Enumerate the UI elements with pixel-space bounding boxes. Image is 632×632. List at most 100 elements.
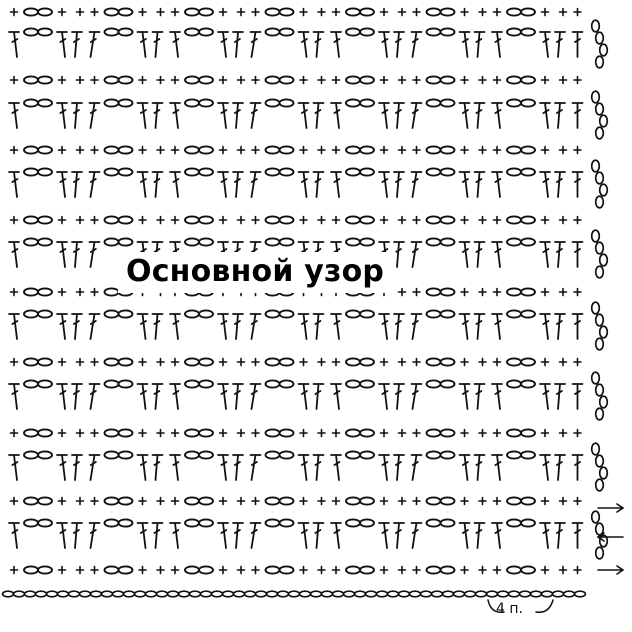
chain-symbol (184, 565, 214, 575)
chain-symbol (103, 7, 134, 17)
double-crochet-symbol (410, 102, 423, 129)
single-crochet-symbol (156, 215, 165, 225)
single-crochet-symbol (156, 428, 165, 438)
single-crochet-symbol (9, 7, 19, 17)
single-crochet-symbol (317, 145, 326, 155)
pattern-title: Основной узор (118, 252, 397, 293)
double-crochet-symbol (169, 313, 181, 340)
chain-symbol (425, 215, 456, 225)
chain-symbol (345, 215, 375, 225)
repeat-bracket (487, 599, 554, 613)
single-crochet-symbol (412, 428, 421, 438)
chain-symbol (264, 518, 295, 528)
chain-symbol (184, 27, 214, 37)
arrow-right-icon (597, 503, 625, 513)
single-crochet-symbol (57, 7, 67, 17)
chain-symbol (425, 98, 456, 108)
chain-symbol (345, 496, 375, 506)
chain-symbol (23, 98, 53, 108)
chain-symbol (184, 215, 214, 225)
chain-symbol (506, 565, 536, 575)
double-crochet-symbol (312, 383, 325, 410)
double-crochet-symbol (217, 313, 229, 340)
single-crochet-symbol (558, 75, 568, 85)
single-crochet-symbol (397, 215, 407, 225)
single-crochet-symbol (236, 428, 246, 438)
single-crochet-symbol (251, 428, 260, 438)
chain-symbol (184, 145, 214, 155)
chain-symbol (103, 518, 134, 528)
double-crochet-symbol (88, 454, 101, 481)
double-crochet-symbol (473, 102, 486, 129)
double-crochet-symbol (330, 313, 342, 340)
double-crochet-symbol (312, 171, 325, 198)
chain-symbol (264, 98, 295, 108)
double-crochet-symbol (554, 383, 566, 410)
turning-chain-symbol (590, 90, 609, 140)
chain-symbol (184, 7, 214, 17)
chain-symbol (345, 27, 375, 37)
repeat-label: 4 п. (496, 601, 523, 617)
single-crochet-symbol (540, 75, 550, 85)
double-crochet-symbol (410, 31, 423, 58)
double-crochet-symbol (297, 102, 310, 129)
chain-symbol (264, 357, 295, 367)
double-crochet-symbol (473, 171, 486, 198)
chain-symbol (506, 237, 536, 247)
double-crochet-symbol (393, 383, 405, 410)
single-crochet-symbol (317, 565, 326, 575)
double-crochet-symbol (249, 313, 262, 340)
double-crochet-symbol (473, 313, 486, 340)
single-crochet-symbol (9, 357, 19, 367)
chain-symbol (23, 357, 53, 367)
chain-symbol (425, 237, 456, 247)
single-crochet-symbol (251, 145, 260, 155)
single-crochet-symbol (412, 357, 421, 367)
single-crochet-symbol (90, 565, 99, 575)
double-crochet-symbol (136, 31, 149, 58)
double-crochet-symbol (393, 313, 405, 340)
double-crochet-symbol (232, 102, 244, 129)
single-crochet-symbol (397, 287, 407, 297)
single-crochet-symbol (573, 215, 582, 225)
double-crochet-symbol (297, 171, 310, 198)
double-crochet-symbol (491, 241, 503, 268)
single-crochet-symbol (478, 428, 487, 438)
single-crochet-symbol (379, 565, 389, 575)
double-crochet-symbol (312, 313, 325, 340)
chain-symbol (184, 98, 214, 108)
single-crochet-symbol (75, 357, 85, 367)
single-crochet-symbol (57, 215, 67, 225)
single-crochet-symbol (75, 565, 85, 575)
single-crochet-symbol (478, 7, 487, 17)
double-crochet-symbol (151, 171, 164, 198)
double-crochet-symbol (539, 241, 551, 268)
turning-chain-symbol (590, 510, 609, 560)
double-crochet-symbol (312, 522, 325, 549)
single-crochet-symbol (478, 565, 487, 575)
double-crochet-symbol (410, 313, 423, 340)
chain-symbol (425, 518, 456, 528)
chain-symbol (506, 357, 536, 367)
arrow-left-icon (596, 532, 624, 542)
single-crochet-symbol (299, 215, 308, 225)
chain-symbol (345, 75, 375, 85)
single-crochet-symbol (412, 7, 421, 17)
single-crochet-symbol (218, 145, 228, 155)
arrow-right-icon (597, 565, 625, 575)
double-crochet-symbol (410, 454, 423, 481)
single-crochet-symbol (317, 428, 326, 438)
chain-symbol (184, 379, 214, 389)
chain-symbol (345, 518, 375, 528)
single-crochet-symbol (90, 287, 99, 297)
single-crochet-symbol (138, 428, 147, 438)
chain-symbol (345, 565, 375, 575)
double-crochet-symbol (56, 241, 68, 268)
single-crochet-symbol (492, 145, 502, 155)
double-crochet-symbol (554, 522, 566, 549)
double-crochet-symbol (378, 102, 390, 129)
single-crochet-symbol (573, 357, 582, 367)
chain-symbol (506, 518, 536, 528)
double-crochet-symbol (554, 102, 566, 129)
double-crochet-symbol (554, 241, 566, 268)
